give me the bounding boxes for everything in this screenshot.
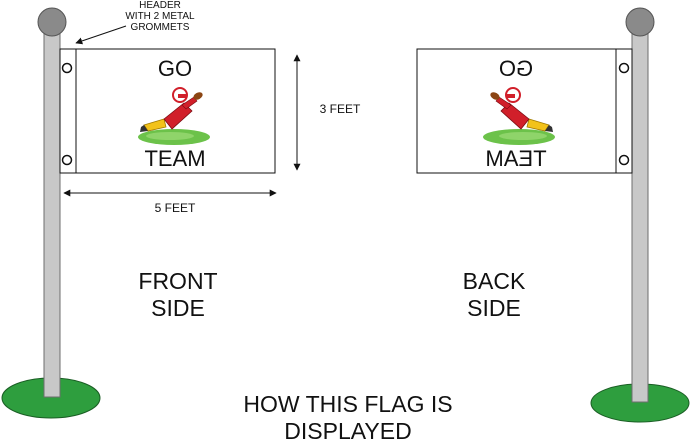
back-side-line1: BACK [462,268,526,294]
grommet-icon [618,62,630,74]
grommet-icon [61,154,73,166]
left-pole [43,29,61,398]
width-dimension-label: 5 FEET [154,201,196,215]
back-side-label: BACK SIDE [434,268,554,322]
grommet-icon [618,154,630,166]
right-pole [631,29,649,403]
header-callout-line2: WITH 2 METAL [125,11,195,22]
front-side-line1: FRONT [138,268,218,294]
back-flag-word-bottom: TEAM [485,146,547,171]
front-flag-word-top: GO [157,56,193,81]
header-pointer-arrow [75,25,127,45]
header-callout-line1: HEADER [139,0,181,11]
back-flag-header [615,48,633,174]
height-dimension-label: 3 FEET [319,102,361,116]
grommet-icon [61,62,73,74]
front-side-label: FRONT SIDE [118,268,238,322]
front-side-line2: SIDE [151,295,205,321]
left-pole-cap [37,7,67,37]
display-caption-line1: HOW THIS FLAG IS [243,391,453,417]
header-callout-line3: GROMMETS [130,22,190,33]
display-caption: HOW THIS FLAG IS DISPLAYED [198,391,498,445]
front-flag-word-bottom: TEAM [144,146,206,171]
display-caption-line2: DISPLAYED [284,418,412,444]
back-flag-word-top: GO [498,56,534,81]
header-callout: HEADER WITH 2 METAL GROMMETS [100,0,220,33]
back-side-line2: SIDE [467,295,521,321]
right-pole-cap [625,7,655,37]
